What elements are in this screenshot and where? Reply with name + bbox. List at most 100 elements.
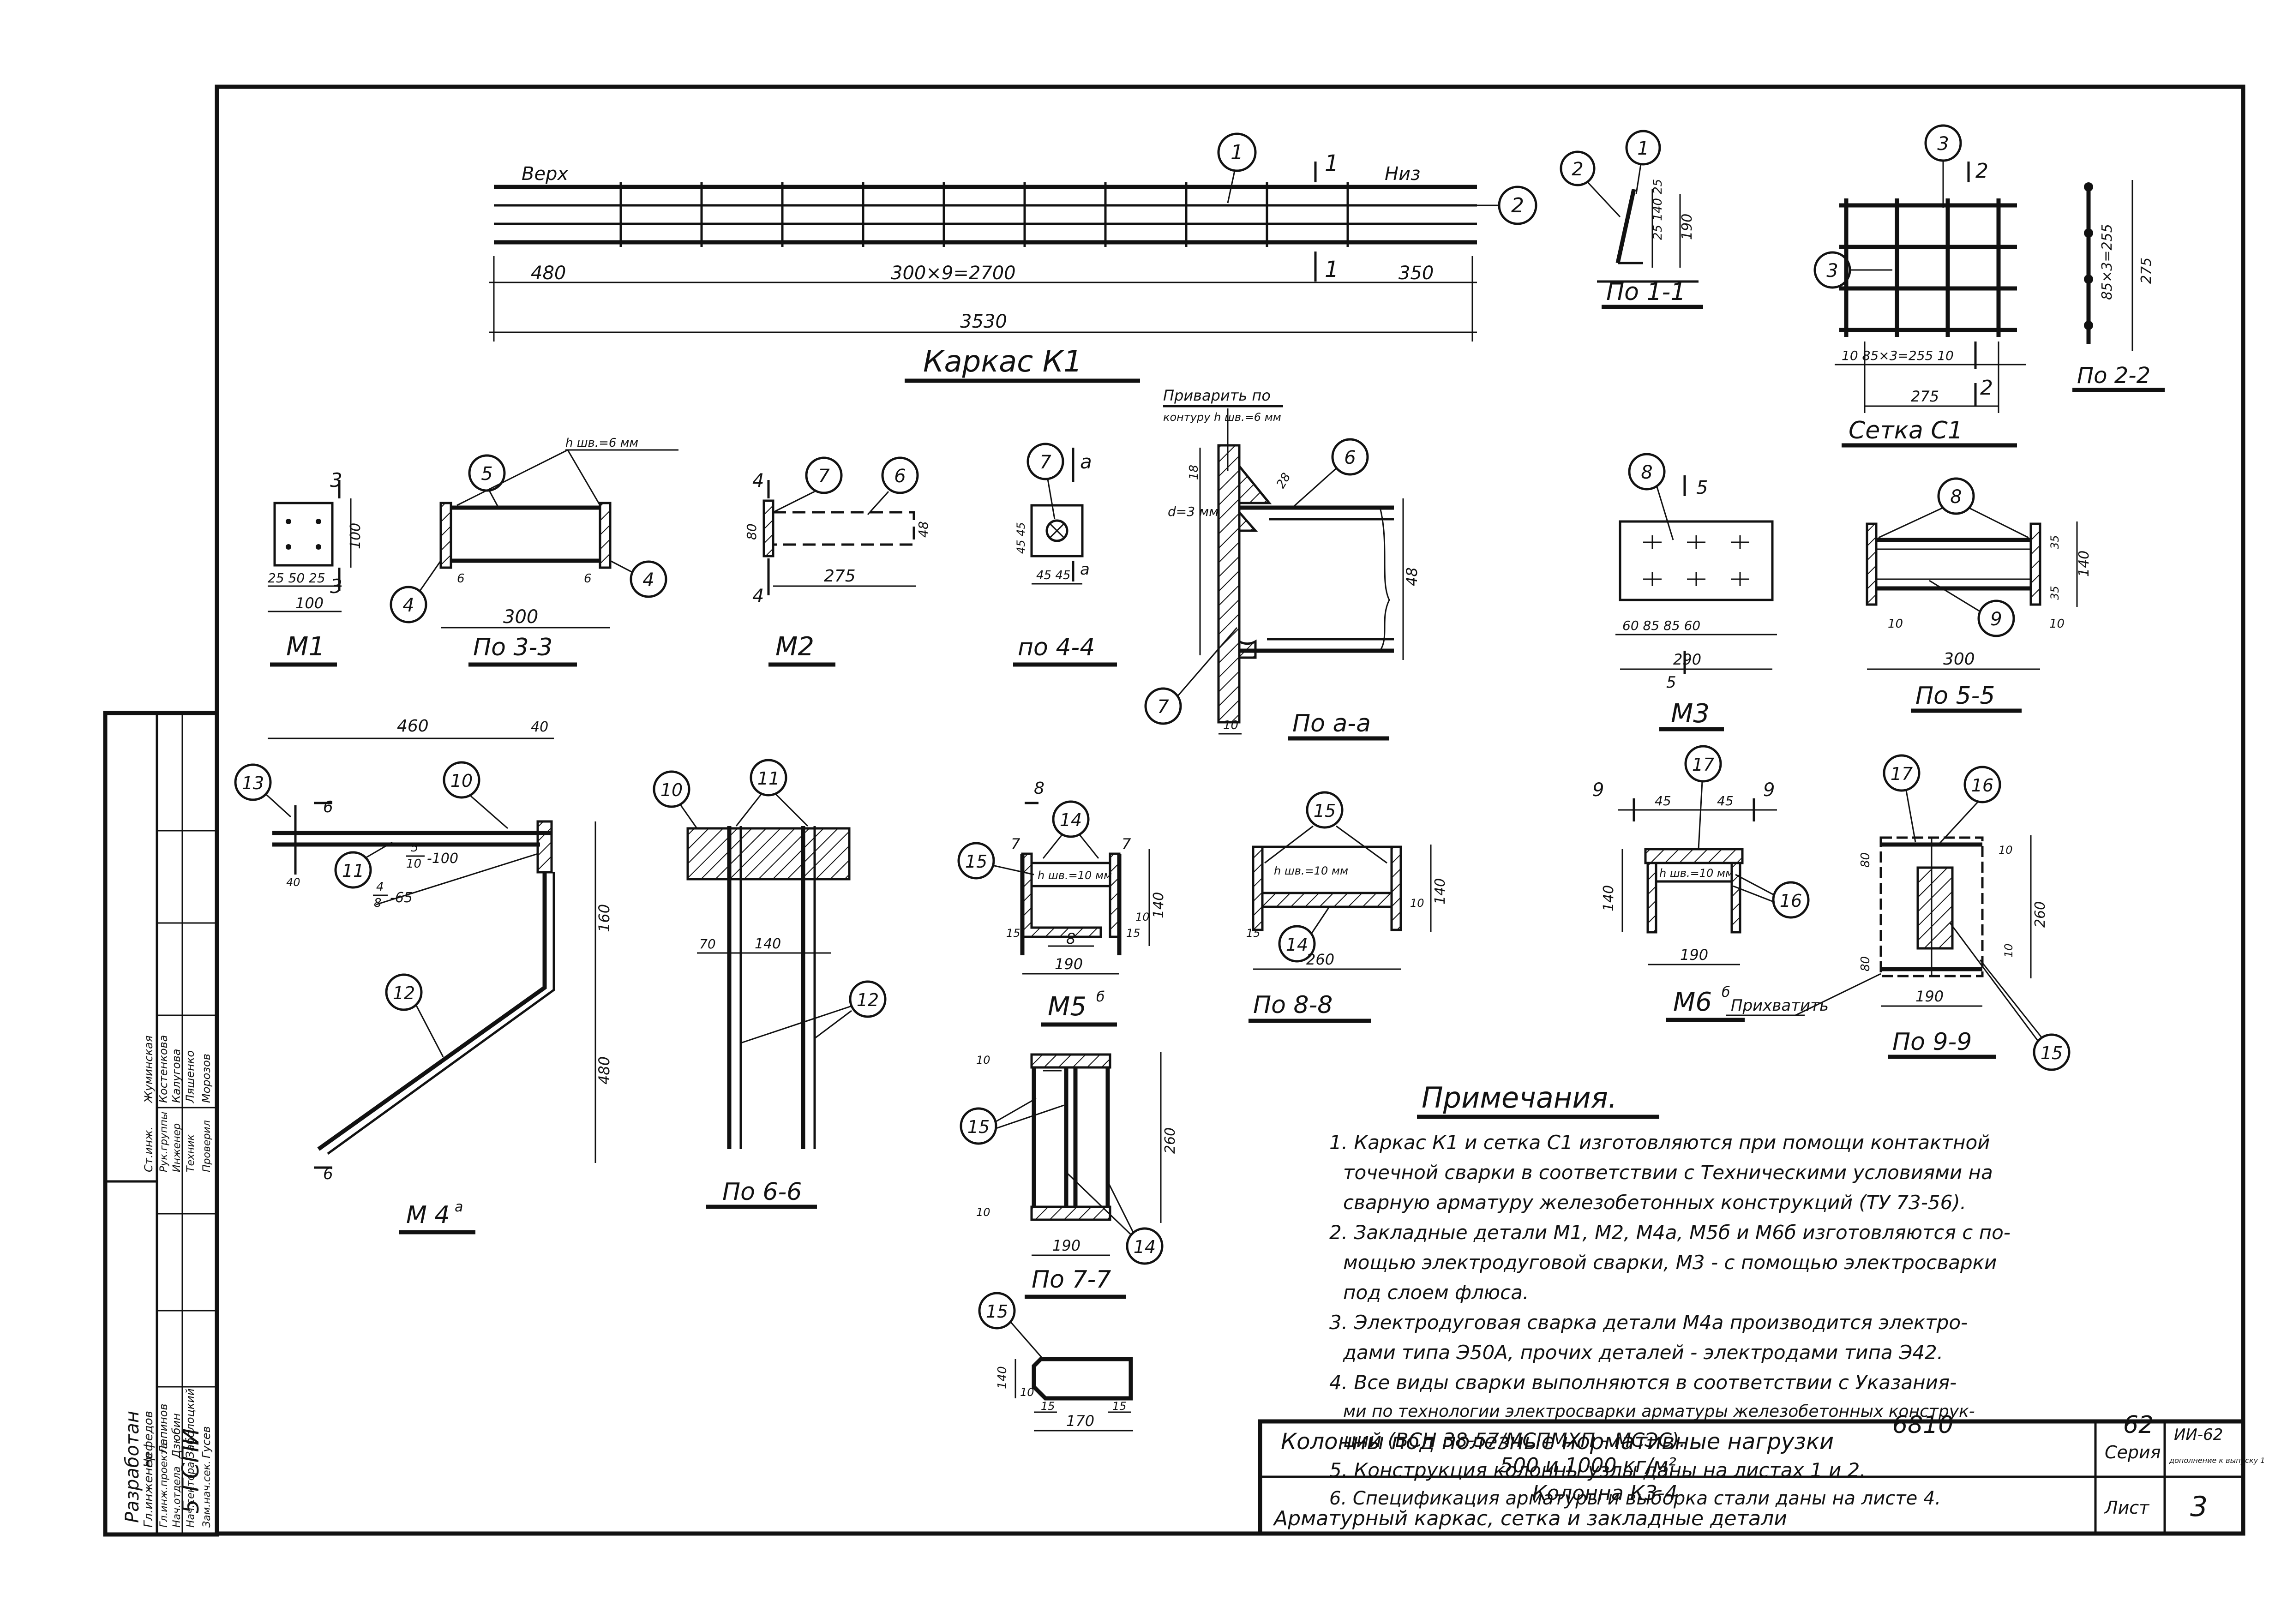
m5-dim-15b: 15 [1126,927,1140,940]
stamp-row-role: Зам.нач.сек. [201,1461,213,1528]
m2-callout-6-label: 6 [894,466,906,487]
k1-callout-1 [1217,132,1257,172]
m5-dim-10: 10 [1135,911,1150,923]
series-value: ИИ-62 [2174,1426,2223,1444]
m5-dim-140: 140 [1151,892,1167,918]
m4-frac-2-bottom: 8 [374,896,382,910]
series-label: Серия [2105,1442,2161,1462]
stamp-rows: Гл.инженер Нефедов Гл.инж.проекта Лапино… [142,1035,213,1528]
m4-dim-side: 40 [286,876,300,889]
sec88-dim-260: 260 [1306,951,1334,968]
stamp-row-name: Нефедов [142,1411,156,1468]
m6-callout-17 [1684,745,1722,783]
sec44-dim-45a: 45 45 [1014,522,1027,554]
sec88-callout-14-label: 14 [1286,935,1308,955]
sec11-callout-1-label: 1 [1637,138,1649,159]
sec88-callout-15 [1306,791,1344,829]
sheet-number: 3 [2190,1491,2208,1523]
sec11-dim-a: 25 140 25 [1651,179,1665,240]
k1-section-mark-bottom: 1 [1325,257,1339,282]
stamp-row-role: Нач.отдела [171,1466,183,1528]
m3-section-mark-bottom: 5 [1666,673,1676,692]
series-note: дополнение к выпуску 1 [2169,1456,2265,1465]
note-line: точечной сварки в соответствии с Техниче… [1343,1161,1993,1184]
sec66-title: По 6-6 [722,1178,802,1206]
stamp-row-name: Костенкова [157,1035,170,1103]
sec33-callout-4-left-label: 4 [402,595,414,616]
m2-dim-len: 275 [824,567,856,586]
c1-view [1813,124,2026,413]
stamp-row-name: Ляшенко [184,1050,197,1103]
sec88-title: По 8-8 [1253,991,1333,1019]
m4-callout-10 [443,761,480,799]
sec55-title: По 5-5 [1915,682,1995,710]
m1-dim-w: 100 [295,594,324,612]
m4-frac-1-bottom: 10 [406,857,421,871]
detail15-callout [978,1292,1016,1330]
secaa-dim-10: 10 [1223,719,1238,732]
secaa-callout-6 [1331,438,1369,476]
m3-title: М3 [1671,699,1710,729]
sec44-title: по 4-4 [1018,634,1095,661]
detail15-callout-label: 15 [986,1301,1008,1322]
m4-callout-12-label: 12 [393,983,415,1003]
m1-view [268,480,352,612]
m6-dim-190: 190 [1680,946,1708,964]
notes-heading: Примечания. [1422,1081,1617,1115]
sec55-dim-len: 300 [1943,650,1975,669]
k1-bottom-label: Низ [1385,163,1420,185]
secaa-callout-7-label: 7 [1157,696,1169,718]
stamp-row-role: Инженер [171,1123,183,1172]
sec77-view [960,1052,1164,1265]
sec11-view [1560,130,1699,283]
sec33-callout-4-right [630,560,667,598]
m6-title-sup: б [1722,984,1730,1001]
sec99-callout-15 [2033,1033,2071,1071]
stamp-row-role: Гл.инженер [142,1453,156,1528]
m5-dim-8: 8 [1066,930,1075,947]
sec55-view [1866,477,2078,670]
k1-view [489,132,1537,342]
m5-dim-190: 190 [1055,955,1083,973]
m6-callout-17-label: 17 [1692,755,1714,775]
detail15-dim-170: 170 [1066,1412,1094,1430]
m4-callout-13 [234,763,272,801]
sec11-dim-b: 190 [1679,214,1695,240]
m3-dims: 60 85 85 60 [1622,618,1700,633]
sec99-callout-15-label: 15 [2041,1043,2063,1063]
m4-frac-1-top: 5 [411,841,419,855]
secaa-dim-18: 18 [1187,465,1201,480]
m6-view [1618,745,1810,1016]
m4-view [234,737,596,1169]
m4-dim-460: 460 [397,717,429,736]
sec88-view [1252,791,1432,970]
m5-section-mark7-right: 7 [1122,835,1131,853]
note-line: 1. Каркас К1 и сетка С1 изготовляются пр… [1329,1131,1990,1154]
m6-title: М6 [1673,987,1712,1017]
sec66-callout-10-label: 10 [660,780,683,800]
sec66-dim-70: 70 [699,936,716,952]
sec66-callout-10 [653,770,690,808]
secaa-callout-7 [1144,687,1182,725]
sheet-label: Лист [2104,1498,2150,1518]
sec55-dim-35b: 35 [2048,586,2061,600]
m6-callout-16 [1772,881,1810,919]
sec99-dim-260: 260 [2032,901,2048,928]
m4-frac-2-tail: -65 [390,890,413,906]
stamp-row-name: Гусев [200,1426,213,1458]
m4-dim-160: 160 [595,904,613,932]
m2-view [762,456,919,595]
k1-section-mark-top: 1 [1325,150,1339,176]
stamp-row-role: Проверил [201,1120,213,1172]
sec44-callout-7 [1026,443,1064,480]
m5-title-sup: б [1096,989,1105,1005]
m1-dims: 25 50 25 [268,570,325,586]
stamp-row-name: Жуминская [142,1036,155,1104]
m5-title: М5 [1048,992,1086,1022]
m4-section-mark-bottom: 6 [323,1165,333,1183]
m6-dim-45b: 45 [1717,793,1734,809]
stamp-row-name: Калугова [170,1049,183,1103]
sec11-callout-2-label: 2 [1572,159,1583,180]
m4-callout-11-label: 11 [342,861,364,881]
sec77-dim-190: 190 [1052,1237,1080,1254]
